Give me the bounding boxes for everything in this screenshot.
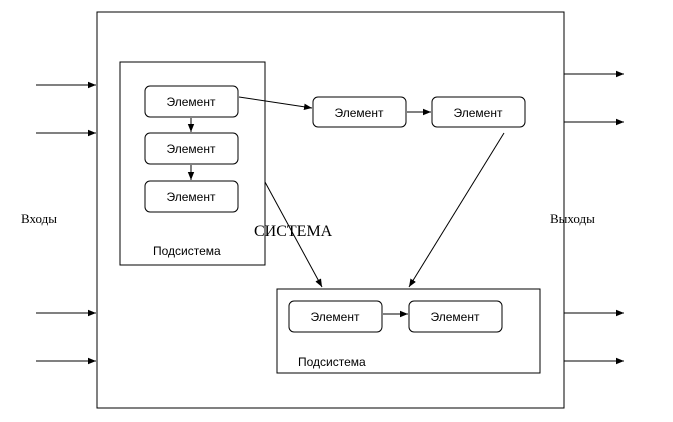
subsystem-left-element-2-label: Элемент xyxy=(167,142,216,156)
subsystem-left-element-3 xyxy=(144,180,239,213)
inputs-label: Входы xyxy=(21,211,57,226)
middle-element-1 xyxy=(312,96,407,128)
subsystem-bottom-element-1 xyxy=(288,300,383,333)
outputs-label: Выходы xyxy=(550,211,595,226)
arrow-left1-to-middle1 xyxy=(238,96,313,110)
arrow-middle2-to-bottom xyxy=(408,132,505,288)
subsystem-left-label: Подсистема xyxy=(153,244,221,258)
subsystem-left-element-2 xyxy=(144,132,239,165)
subsystem-bottom-element-1-label: Элемент xyxy=(311,310,360,324)
subsystem-bottom-label: Подсистема xyxy=(298,355,366,369)
subsystem-left-element-1 xyxy=(144,85,239,118)
subsystem-left-element-1-label: Элемент xyxy=(167,95,216,109)
middle-element-2 xyxy=(431,96,526,128)
system-label: СИСТЕМА xyxy=(254,223,333,240)
middle-element-2-label: Элемент xyxy=(454,106,503,120)
subsystem-bottom-element-2 xyxy=(408,300,503,333)
subsystem-left-element-3-label: Элемент xyxy=(167,190,216,204)
middle-element-1-label: Элемент xyxy=(335,106,384,120)
subsystem-bottom-element-2-label: Элемент xyxy=(431,310,480,324)
arrow-left-subsystem-to-bottom xyxy=(264,181,323,288)
